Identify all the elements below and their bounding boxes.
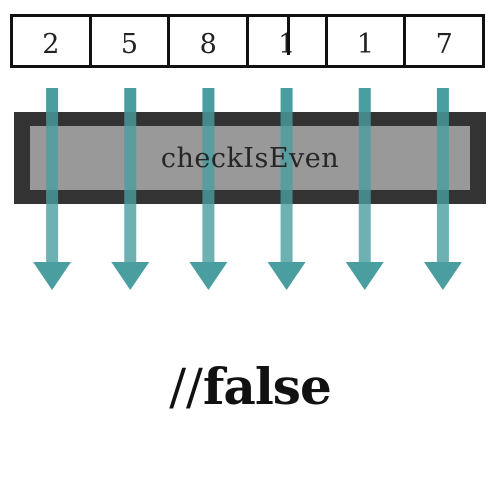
function-label: checkIsEven [160,142,340,174]
array-cell: 1 [328,17,407,65]
arrow-shaft [358,88,371,118]
arrow-shaft [46,88,59,118]
function-box-fill [30,126,470,190]
arrow-head [345,262,384,290]
arrow-shaft [202,112,215,264]
arrow-head [189,262,228,290]
arrow-shaft [436,88,449,118]
arrow-shaft [124,88,137,118]
arrow-head [267,262,306,290]
arrows-behind-box [46,88,449,118]
arrow-shaft [436,112,449,264]
arrow-head [33,262,72,290]
arrow-shaft [46,112,59,264]
arrow-shaft [124,112,137,264]
array-cell: 2 [13,17,92,65]
arrow-head [111,262,150,290]
arrow-shaft [202,88,215,118]
comment-slashes: // [169,358,203,416]
arrow-shaft [358,112,371,264]
array-cell: 1 [249,17,328,65]
arrow-shaft [280,112,293,264]
result-output: //false [0,362,500,413]
arrows-over-box [33,112,462,290]
array-cell: 7 [435,28,453,60]
input-array: 2 5 8 1 1 7 [10,14,485,68]
array-cell: 8 [170,17,250,65]
arrow-head [423,262,462,290]
result-value: false [202,357,332,416]
arrow-shaft [280,88,293,118]
array-cell: 5 [92,17,171,65]
